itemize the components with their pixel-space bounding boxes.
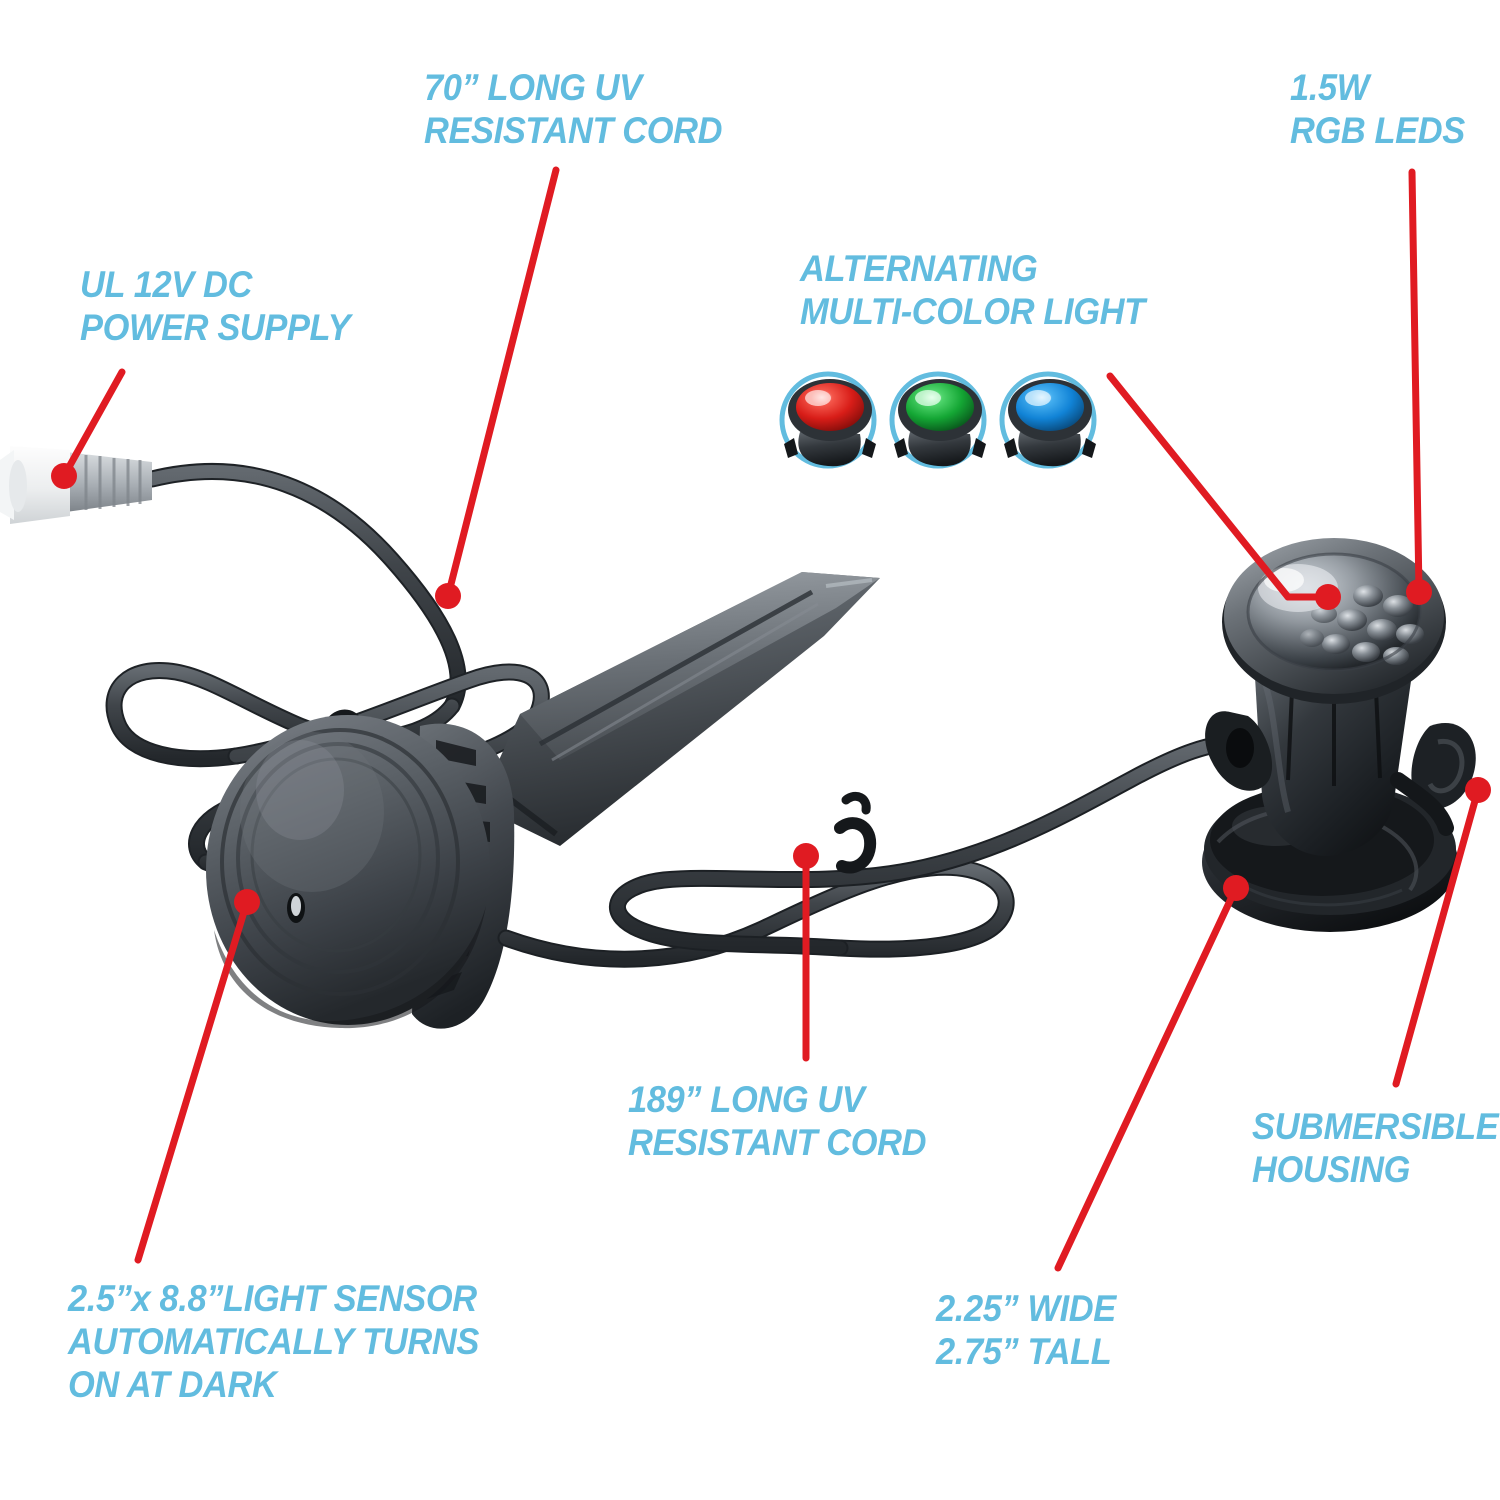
side-mount-clip [1390, 723, 1476, 836]
callout-submersible-housing: SUBMERSIBLE HOUSING [1252, 1106, 1499, 1190]
dot-power-supply [51, 463, 77, 489]
callout-alternating-color: ALTERNATING MULTI-COLOR LIGHT [800, 248, 1145, 332]
dot-cord-70 [435, 583, 461, 609]
leader-lines [60, 166, 1482, 1272]
leader-dimensions [1054, 884, 1240, 1272]
submersible-rgb-light [1202, 538, 1476, 932]
dot-light-sensor [234, 889, 260, 915]
fixture-cord-bundle [497, 733, 1253, 968]
callout-light-sensor: 2.5”x 8.8”LIGHT SENSOR AUTOMATICALLY TUR… [68, 1278, 479, 1405]
callout-power-supply: UL 12V DC POWER SUPPLY [80, 264, 351, 348]
callout-rgb-leds: 1.5W RGB LEDS [1290, 67, 1465, 151]
leader-rgb-leds [1408, 168, 1423, 596]
leader-power-supply [60, 368, 126, 480]
ground-stake [478, 572, 880, 846]
green-light-sample [889, 371, 987, 469]
cord-entry-ear [1205, 711, 1273, 791]
blue-light-sample [999, 371, 1097, 469]
dot-dimensions [1223, 875, 1249, 901]
callout-cord-189: 189” LONG UV RESISTANT CORD [628, 1079, 927, 1163]
ground-spike-light-with-sensor [0, 446, 880, 1029]
leader-housing [1392, 786, 1482, 1088]
dot-housing [1465, 777, 1491, 803]
led-dome-lens [1222, 538, 1446, 704]
callout-cord-70: 70” LONG UV RESISTANT CORD [424, 67, 723, 151]
leader-cord-70 [444, 166, 560, 600]
callout-dimensions: 2.25” WIDE 2.75” TALL [936, 1288, 1116, 1372]
dot-cord-189 [793, 843, 819, 869]
led-cluster [1300, 585, 1424, 665]
color-swatch-group [779, 371, 1097, 469]
red-light-sample [779, 371, 877, 469]
dot-rgb-leds [1406, 579, 1432, 605]
leader-light-sensor [134, 898, 251, 1264]
leader-endpoints [51, 463, 1491, 915]
dc-barrel-connector [0, 446, 152, 524]
sensor-dome [206, 715, 515, 1029]
leader-alternating [1106, 372, 1292, 601]
